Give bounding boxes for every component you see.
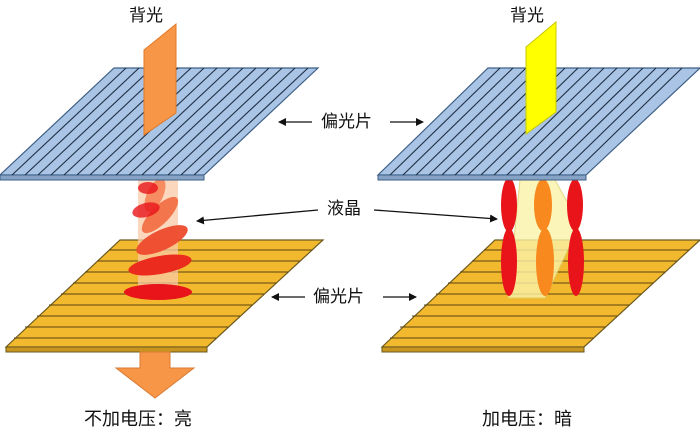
- right-backlight-beam: [525, 20, 557, 135]
- arrow-crystal-left: [196, 209, 319, 225]
- polarizer-top-label: 偏光片: [321, 112, 372, 132]
- liquid-crystal-label: 液晶: [327, 199, 361, 219]
- arrow-crystal-right: [373, 209, 498, 223]
- left-backlight-beam: [143, 22, 177, 136]
- left-output-arrow: [114, 351, 196, 399]
- right-assembly: [376, 20, 700, 353]
- polarizer-bottom-label: 偏光片: [313, 287, 364, 307]
- backlight-label-left: 背光: [129, 6, 163, 26]
- right-liquid-crystal: [501, 178, 584, 296]
- caption-no-voltage-bright: 不加电压：亮: [84, 409, 192, 430]
- pointer-arrows: [196, 118, 498, 301]
- left-liquid-crystal: [124, 178, 192, 300]
- caption-voltage-dark: 加电压：暗: [482, 409, 572, 430]
- left-assembly: [0, 22, 325, 399]
- backlight-label-right: 背光: [510, 6, 544, 26]
